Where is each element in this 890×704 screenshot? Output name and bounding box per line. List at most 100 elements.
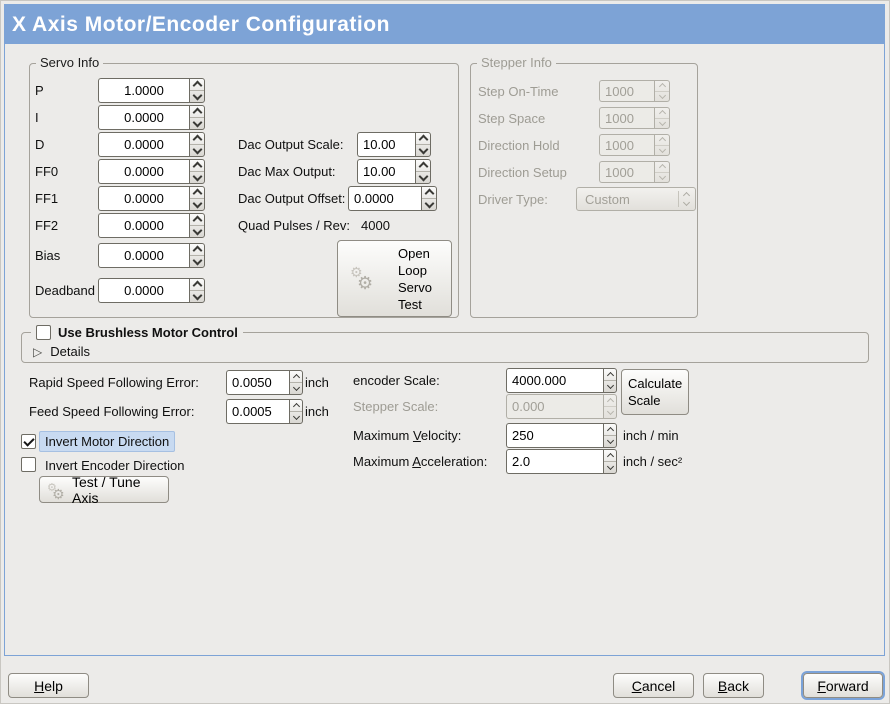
encoder-scale-spinbox[interactable] — [506, 368, 617, 393]
spin-down-button[interactable] — [290, 383, 302, 394]
p-spinbox[interactable] — [98, 78, 205, 103]
spin-down-button[interactable] — [190, 290, 204, 302]
spin-steppers[interactable] — [189, 243, 205, 268]
spin-down-button[interactable] — [416, 171, 430, 183]
ff0-input[interactable] — [98, 159, 189, 184]
spin-down-button[interactable] — [190, 255, 204, 267]
spin-down-button[interactable] — [190, 144, 204, 156]
invert-encoder-label[interactable]: Invert Encoder Direction — [45, 458, 185, 473]
spin-steppers[interactable] — [603, 368, 617, 393]
spin-down-button[interactable] — [416, 144, 430, 156]
calculate-scale-button[interactable]: Calculate Scale — [621, 369, 689, 415]
open-loop-servo-test-button[interactable]: ⚙ ⚙ Open Loop Servo Test — [337, 240, 452, 317]
chevron-up-icon — [192, 134, 202, 145]
spin-down-button[interactable] — [190, 117, 204, 129]
spin-up-button[interactable] — [190, 106, 204, 118]
ff2-spinbox[interactable] — [98, 213, 205, 238]
ff1-input[interactable] — [98, 186, 189, 211]
rapid-following-error-spinbox[interactable] — [226, 370, 303, 395]
spin-up-button[interactable] — [290, 371, 302, 383]
d-spinbox[interactable] — [98, 132, 205, 157]
spin-up-button[interactable] — [190, 160, 204, 172]
spin-steppers[interactable] — [189, 78, 205, 103]
chevron-down-icon — [192, 255, 202, 266]
spin-steppers[interactable] — [415, 132, 431, 157]
spin-steppers[interactable] — [289, 370, 303, 395]
spin-up-button[interactable] — [416, 133, 430, 145]
spin-steppers[interactable] — [415, 159, 431, 184]
invert-encoder-checkbox[interactable] — [21, 457, 36, 472]
encoder-scale-input[interactable] — [506, 368, 603, 393]
direction-setup-spinbox — [599, 161, 670, 183]
max-acceleration-input[interactable] — [506, 449, 603, 474]
forward-button[interactable]: Forward — [803, 673, 883, 698]
use-brushless-checkbox[interactable] — [36, 325, 51, 340]
spin-up-button[interactable] — [190, 79, 204, 91]
dac-max-output-spinbox[interactable] — [357, 159, 431, 184]
spin-up-button[interactable] — [190, 214, 204, 226]
invert-motor-checkbox[interactable] — [21, 434, 36, 449]
invert-motor-label[interactable]: Invert Motor Direction — [39, 431, 176, 452]
spin-steppers[interactable] — [603, 423, 617, 448]
dac-output-scale-input[interactable] — [357, 132, 415, 157]
gears-icon: ⚙ ⚙ — [47, 481, 69, 503]
deadband-spinbox[interactable] — [98, 278, 205, 303]
spin-steppers[interactable] — [189, 278, 205, 303]
spin-steppers[interactable] — [189, 159, 205, 184]
spin-steppers[interactable] — [421, 186, 437, 211]
feed-following-error-spinbox[interactable] — [226, 399, 303, 424]
max-acceleration-spinbox[interactable] — [506, 449, 617, 474]
spin-down-button[interactable] — [422, 198, 436, 210]
spin-up-button[interactable] — [190, 244, 204, 256]
spin-steppers[interactable] — [189, 132, 205, 157]
spin-steppers[interactable] — [189, 186, 205, 211]
spin-up-button[interactable] — [290, 400, 302, 412]
spin-up-button[interactable] — [604, 424, 616, 436]
spin-down-button[interactable] — [604, 436, 616, 447]
spin-down-button[interactable] — [190, 90, 204, 102]
spin-up-button[interactable] — [604, 369, 616, 381]
dac-output-scale-spinbox[interactable] — [357, 132, 431, 157]
spin-down-button[interactable] — [190, 171, 204, 183]
spin-down-button[interactable] — [290, 412, 302, 423]
dac-max-output-input[interactable] — [357, 159, 415, 184]
dac-output-offset-spinbox[interactable] — [348, 186, 437, 211]
max-velocity-spinbox[interactable] — [506, 423, 617, 448]
bias-spinbox[interactable] — [98, 243, 205, 268]
max-velocity-input[interactable] — [506, 423, 603, 448]
deadband-input[interactable] — [98, 278, 189, 303]
spin-steppers[interactable] — [189, 105, 205, 130]
feed-following-error-input[interactable] — [226, 399, 289, 424]
details-expander[interactable]: ▷ Details — [33, 344, 90, 359]
spin-down-button[interactable] — [190, 225, 204, 237]
bias-input[interactable] — [98, 243, 189, 268]
dac-output-offset-input[interactable] — [348, 186, 421, 211]
spin-down-button[interactable] — [604, 381, 616, 392]
spin-up-button[interactable] — [604, 450, 616, 462]
chevron-down-icon — [606, 436, 614, 445]
spin-down-button[interactable] — [604, 462, 616, 473]
spin-up-button[interactable] — [190, 187, 204, 199]
spin-steppers — [654, 161, 670, 183]
d-input[interactable] — [98, 132, 189, 157]
i-input[interactable] — [98, 105, 189, 130]
ff1-spinbox[interactable] — [98, 186, 205, 211]
back-button[interactable]: Back — [703, 673, 764, 698]
cancel-button[interactable]: Cancel — [613, 673, 694, 698]
spin-steppers[interactable] — [603, 449, 617, 474]
spin-steppers[interactable] — [189, 213, 205, 238]
spin-up-button[interactable] — [190, 279, 204, 291]
spin-down-button[interactable] — [190, 198, 204, 210]
spin-up-button[interactable] — [190, 133, 204, 145]
rapid-following-error-input[interactable] — [226, 370, 289, 395]
i-spinbox[interactable] — [98, 105, 205, 130]
ff0-spinbox[interactable] — [98, 159, 205, 184]
gear-icon: ⚙ — [357, 273, 374, 294]
spin-steppers[interactable] — [289, 399, 303, 424]
spin-up-button[interactable] — [416, 160, 430, 172]
ff2-input[interactable] — [98, 213, 189, 238]
help-button[interactable]: Help — [8, 673, 89, 698]
p-input[interactable] — [98, 78, 189, 103]
spin-up-button[interactable] — [422, 187, 436, 199]
test-tune-axis-button[interactable]: ⚙ ⚙ Test / Tune Axis — [39, 474, 169, 506]
